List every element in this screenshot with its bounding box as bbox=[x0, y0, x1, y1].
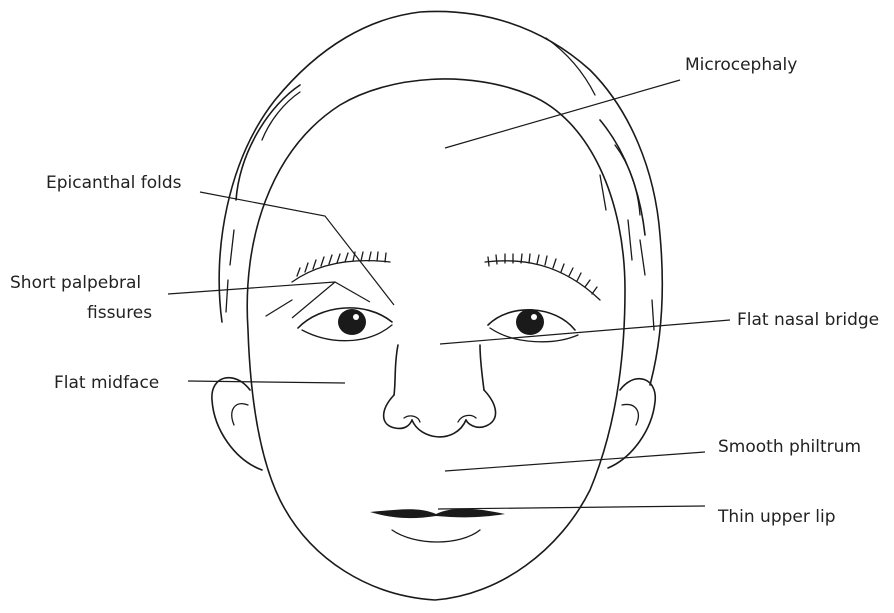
eyebrows bbox=[292, 252, 600, 300]
hair bbox=[219, 11, 662, 385]
leader-smooth-philtrum bbox=[445, 452, 705, 471]
leader-lines bbox=[168, 80, 730, 509]
left-eye bbox=[266, 300, 392, 341]
nose bbox=[384, 345, 496, 437]
label-short-palpebral-line2: fissures bbox=[87, 303, 152, 323]
leader-short-palpebral-branch bbox=[292, 282, 335, 318]
leader-epicanthal-folds bbox=[200, 192, 394, 305]
leader-flat-midface bbox=[188, 381, 345, 383]
leader-microcephaly bbox=[445, 80, 680, 148]
leader-flat-nasal-bridge bbox=[440, 320, 730, 344]
label-thin-upper-lip: Thin upper lip bbox=[717, 507, 836, 527]
label-smooth-philtrum: Smooth philtrum bbox=[718, 437, 861, 457]
label-epicanthal-folds: Epicanthal folds bbox=[46, 173, 182, 193]
ears bbox=[212, 378, 655, 470]
label-flat-midface: Flat midface bbox=[54, 373, 159, 393]
mouth bbox=[370, 509, 505, 542]
label-short-palpebral-line1: Short palpebral bbox=[10, 273, 141, 293]
label-flat-nasal-bridge: Flat nasal bridge bbox=[737, 310, 879, 330]
labels: Microcephaly Epicanthal folds Short palp… bbox=[10, 55, 879, 527]
leader-thin-upper-lip bbox=[438, 506, 705, 509]
label-microcephaly: Microcephaly bbox=[685, 55, 797, 75]
leader-short-palpebral bbox=[168, 282, 370, 302]
face-outline bbox=[247, 79, 625, 600]
